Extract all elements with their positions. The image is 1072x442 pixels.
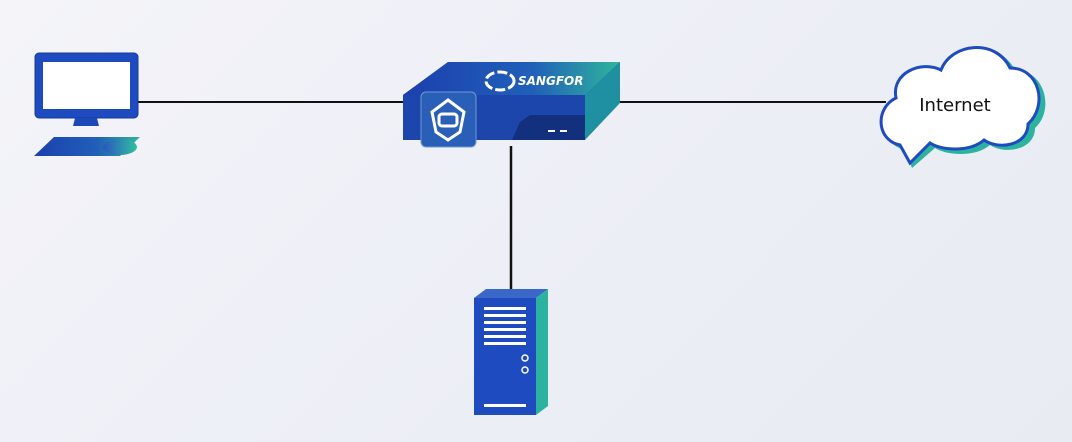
internet-cloud-icon: Internet <box>879 46 1046 168</box>
internet-label: Internet <box>919 95 990 116</box>
brand-label: SANGFOR <box>518 74 583 88</box>
server-icon <box>474 289 548 415</box>
shield-icon <box>430 98 466 142</box>
computer-icon <box>34 52 140 156</box>
firewall-device-icon: SANGFOR <box>403 62 620 148</box>
sangfor-logo-icon: SANGFOR <box>484 70 583 92</box>
